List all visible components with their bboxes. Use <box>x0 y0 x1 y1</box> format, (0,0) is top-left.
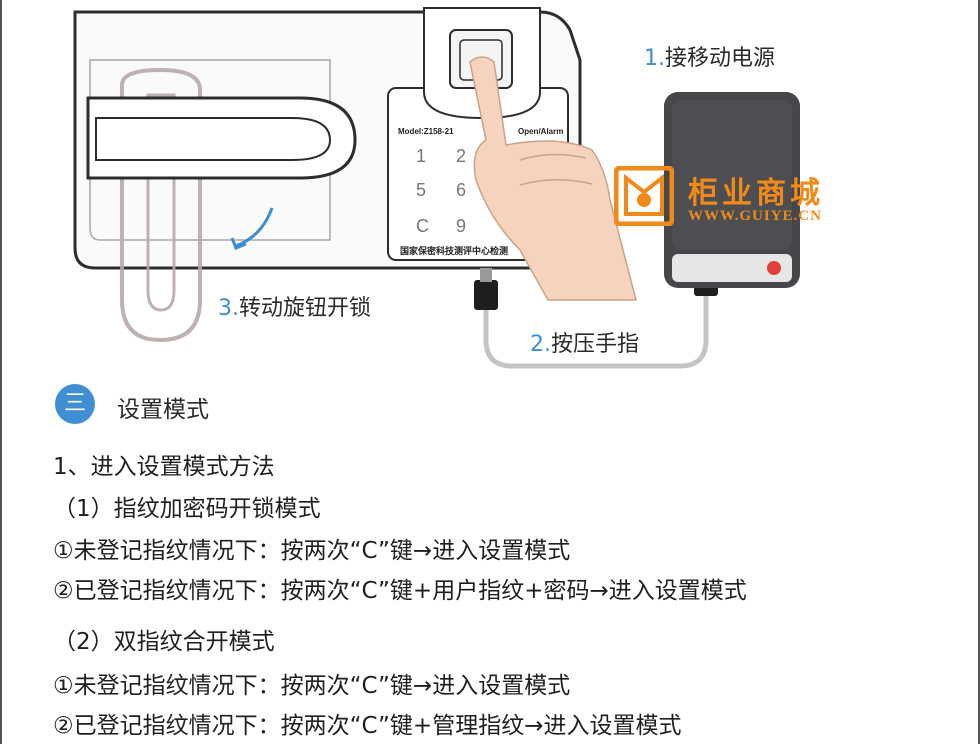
instruction-line-1: 1、进入设置模式方法 <box>53 454 275 480</box>
step-1-number: 1. <box>644 46 665 71</box>
section-number-badge: 三 <box>55 384 95 424</box>
knob-ghost <box>120 67 202 343</box>
step-2-number: 2. <box>530 332 551 357</box>
keypad-key-c: C <box>416 216 429 236</box>
watermark-logo-icon <box>614 166 674 226</box>
keypad-key-5: 5 <box>416 180 426 200</box>
step-3-label: 3.转动旋钮开锁 <box>218 290 371 322</box>
finger-hand <box>469 56 637 301</box>
instruction-line-4: ②已登记指纹情况下：按两次“C”键+用户指纹+密码→进入设置模式 <box>53 578 747 604</box>
watermark-url: WWW.GUIYE.CN <box>688 208 822 224</box>
model-label: Model:Z158-21 <box>398 127 454 136</box>
right-border <box>978 0 980 744</box>
knob-ghost-inner <box>146 93 176 312</box>
rotate-arrow-icon <box>235 207 274 248</box>
step-1-label: 1.接移动电源 <box>644 40 775 72</box>
step-1-text: 接移动电源 <box>665 46 776 71</box>
keypad-key-2: 2 <box>456 146 466 166</box>
watermark-title: 柜业商城 <box>688 176 824 211</box>
left-border <box>0 0 2 744</box>
instruction-line-5: （2）双指纹合开模式 <box>53 629 275 655</box>
keypad-key-9: 9 <box>456 216 466 236</box>
instruction-line-7: ②已登记指纹情况下：按两次“C”键+管理指纹→进入设置模式 <box>53 713 682 739</box>
instruction-line-2: （1）指纹加密码开锁模式 <box>53 496 321 522</box>
lever-handle <box>86 96 357 180</box>
lock-illustration: Model:Z158-21 Open/Alarm 1 2 5 6 C 9 国家保… <box>73 7 800 369</box>
step-3-number: 3. <box>218 296 239 321</box>
step-3-text: 转动旋钮开锁 <box>239 296 372 321</box>
power-button-icon <box>767 261 781 275</box>
section-title: 设置模式 <box>117 397 209 423</box>
step-2-text: 按压手指 <box>551 332 640 357</box>
usb-plug-left <box>474 280 498 310</box>
instruction-line-3: ①未登记指纹情况下：按两次“C”键→进入设置模式 <box>53 538 571 564</box>
safe-panel-inner <box>89 59 331 241</box>
instruction-line-6: ①未登记指纹情况下：按两次“C”键→进入设置模式 <box>53 673 571 699</box>
keypad-key-1: 1 <box>416 146 426 166</box>
step-2-label: 2.按压手指 <box>530 326 639 358</box>
keypad-footer: 国家保密科技测评中心检测 <box>400 245 508 257</box>
keypad-key-6: 6 <box>456 180 466 200</box>
open-alarm-label: Open/Alarm <box>518 127 563 136</box>
lever-handle-inner <box>95 117 332 161</box>
usb-cable <box>483 292 709 369</box>
